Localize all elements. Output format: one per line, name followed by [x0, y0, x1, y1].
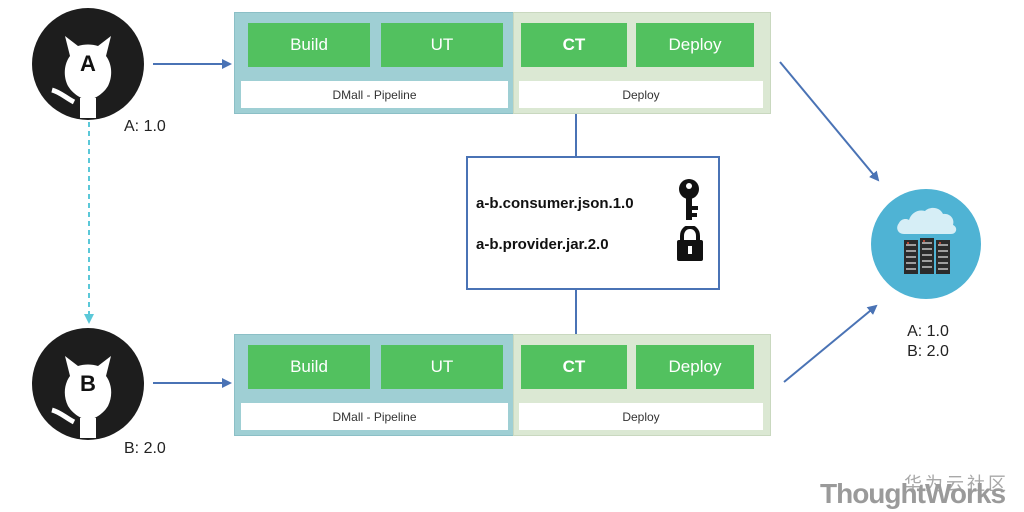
github-repo-icon: [32, 328, 144, 440]
server-version-b: B: 2.0: [907, 343, 949, 360]
stage-deploy: Deploy: [636, 23, 754, 67]
deploy-label: Deploy: [519, 81, 763, 108]
provider-contract-label: a-b.provider.jar.2.0: [476, 236, 609, 253]
cloud-server-icon: [871, 189, 981, 299]
deploy-label: Deploy: [519, 403, 763, 430]
repo-letter: B: [80, 371, 96, 396]
repo-b-version: B: 2.0: [124, 440, 166, 457]
watermark-chinese: 华为云社区: [904, 474, 1009, 494]
stage-ct: CT: [521, 23, 627, 67]
stage-build: Build: [248, 23, 370, 67]
repo-a: A: [30, 6, 146, 122]
repo-a-version: A: 1.0: [124, 118, 166, 135]
lock-icon: [677, 226, 703, 261]
key-icon: [679, 179, 699, 220]
repo-b: B: [30, 326, 146, 442]
stage-ut: UT: [381, 345, 503, 389]
pipeline-label: DMall - Pipeline: [241, 403, 508, 430]
arrow-pipeline1-to-server: [779, 61, 880, 182]
arrow-pipeline2-to-server: [783, 304, 878, 383]
watermark-brand: ThoughtWorks: [820, 478, 1006, 509]
stage-deploy: Deploy: [636, 345, 754, 389]
stage-ct: CT: [521, 345, 627, 389]
consumer-contract-label: a-b.consumer.json.1.0: [476, 195, 634, 212]
pipeline-label: DMall - Pipeline: [241, 81, 508, 108]
server-versions: A: 1.0 B: 2.0: [896, 322, 960, 362]
server-version-a: A: 1.0: [907, 323, 949, 340]
github-repo-icon: [32, 8, 144, 120]
stage-ut: UT: [381, 23, 503, 67]
contract-repository-box: [466, 156, 720, 290]
stage-build: Build: [248, 345, 370, 389]
repo-letter: A: [80, 51, 96, 76]
